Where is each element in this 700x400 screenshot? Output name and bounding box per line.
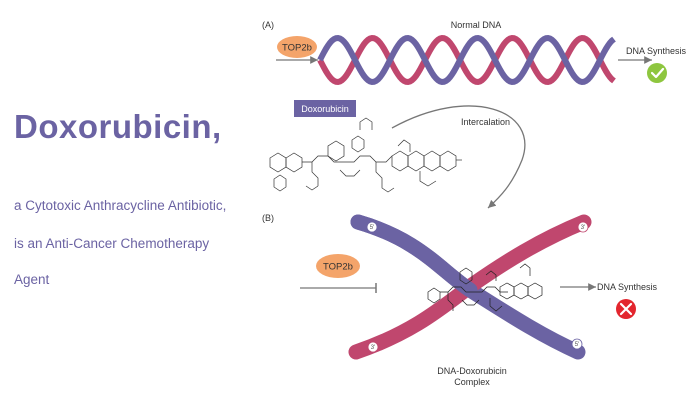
strand-end-top-right: 3'	[581, 225, 585, 231]
top2b-enzyme-b: TOP2b	[316, 254, 360, 278]
molecule-structure	[269, 117, 462, 193]
helix-strand-purple	[317, 34, 616, 86]
complex-label-line-2: Complex	[454, 377, 490, 387]
doxorubicin-label: Doxorubicin	[301, 104, 349, 114]
strand-end-markers: 5' 3' 3' 5'	[366, 221, 589, 353]
strand-end-bottom-left: 3'	[371, 345, 375, 351]
doxorubicin-label-box: Doxorubicin	[294, 100, 356, 117]
complex-label-line-1: DNA-Doxorubicin	[437, 366, 507, 376]
top2b-label-a: TOP2b	[282, 43, 312, 54]
left-text-panel: Doxorubicin, a Cytotoxic Anthracycline A…	[0, 0, 250, 400]
top2b-enzyme-a: TOP2b	[277, 36, 317, 58]
subtitle-line-1: a Cytotoxic Anthracycline Antibiotic,	[14, 198, 227, 213]
inhibition-arrow-b	[300, 283, 377, 293]
subtitle-line-3: Agent	[14, 272, 50, 287]
strand-end-top-left: 5'	[370, 225, 374, 231]
strand-end-bottom-right: 5'	[575, 342, 579, 348]
dna-synthesis-label-b: DNA Synthesis	[597, 282, 658, 292]
intercalated-molecule	[427, 263, 543, 312]
normal-dna-label: Normal DNA	[451, 20, 502, 30]
dna-doxorubicin-complex-helix	[348, 214, 592, 360]
panel-b-label: (B)	[262, 213, 274, 223]
intercalation-label: Intercalation	[461, 117, 510, 127]
panel-a-label: (A)	[262, 20, 274, 30]
x-icon	[616, 299, 636, 319]
dna-synthesis-label-a: DNA Synthesis	[626, 46, 687, 56]
normal-dna-helix	[317, 34, 616, 86]
main-title: Doxorubicin,	[14, 108, 222, 145]
intercalation-arrow	[391, 105, 526, 209]
top2b-label-b: TOP2b	[323, 262, 353, 273]
subtitle-line-2: is an Anti-Cancer Chemotherapy	[14, 236, 210, 251]
check-icon	[647, 63, 667, 83]
